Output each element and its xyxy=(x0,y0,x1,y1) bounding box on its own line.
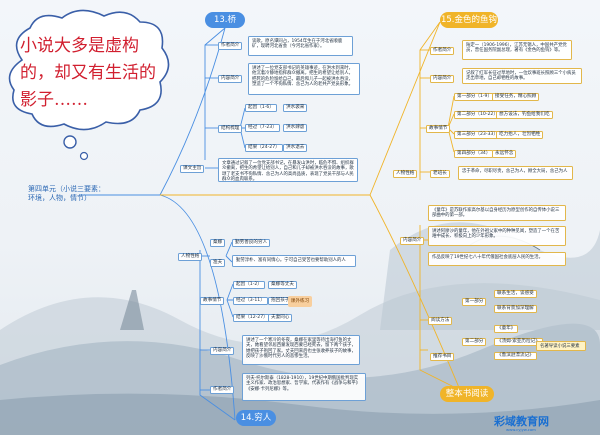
reading-method: 第一部分 xyxy=(462,298,487,306)
reading-guide-text-3: 作品反映了19世纪七八十年代俄国社会底层人民的生活。 xyxy=(428,252,566,266)
l13-content-label: 内容简介 xyxy=(218,75,243,83)
l14-practice-tag: 课外练习 xyxy=(288,296,312,307)
cloud-quote: 小说大多是虚构的，却又有生活的影子…… xyxy=(20,36,156,110)
l14-content-label: 内容简介 xyxy=(210,347,235,355)
l15-content-label: 内容简介 xyxy=(430,75,455,83)
l14-figure-desc: 勤劳善良的穷人 xyxy=(232,239,271,247)
reading-method-label: 阅读方法 xyxy=(428,317,453,325)
l15-struct-part: 第四部分（34） xyxy=(454,150,494,158)
l14-figure-sub: 渔夫 xyxy=(210,259,226,267)
reading-books-label: 推荐书目 xyxy=(430,353,455,361)
l15-struct-part: 第一部分（1-9） xyxy=(454,93,496,101)
reading-guide-text-2: 讲述阿廖沙的童年，他在外祖父家中的种种见闻，塑造了一个在苦难中成长、积极向上的少… xyxy=(428,226,566,246)
l14-struct-label: 故事情节 xyxy=(200,297,225,305)
l14-figure-desc: 勤劳淳朴、富有同情心。宁可自己受苦也要帮助别人的人 xyxy=(232,255,356,267)
l14-struct-desc: 桑娜等丈夫 xyxy=(268,281,297,289)
l13-struct-part: 起因（1-6） xyxy=(245,104,277,112)
l15-figure-label: 人物性格 xyxy=(393,170,418,178)
reading-guide-label: 内容简介 xyxy=(400,237,425,245)
l13-author-label: 作者简介 xyxy=(218,42,243,50)
reading-method: 第二部分 xyxy=(462,338,487,346)
l15-author-text: 陆定一（1906-1996），江苏无锡人，中国共产党党员，曾任国务院副总理，著有… xyxy=(462,40,572,60)
l15-struct-desc: 接受任务，精心照顾 xyxy=(492,93,540,101)
l14-struct-desc: 夫妻同心 xyxy=(268,314,293,322)
reading-highlight: 名著导读小说三要素 xyxy=(536,341,586,351)
reading-header[interactable]: 整本书阅读 xyxy=(440,386,494,402)
l14-author-text: 列夫·托尔斯泰（1828-1910），19世纪中期俄国批判现实主义作家、政治思想… xyxy=(242,373,366,401)
l15-struct-desc: 永远怀念 xyxy=(492,150,517,158)
reading-book: 《鲁滨逊漂流记》 xyxy=(494,352,537,360)
l13-content-text: 讲述了一位党支部书记的英雄事迹，在洪水到来时，他沉着冷静地指挥群众撤离，把生的希… xyxy=(248,63,360,95)
l15-struct-desc: 吃力抬人，壮烈牺牲 xyxy=(496,131,544,139)
l13-struct-desc: 洪水袭来 xyxy=(283,104,308,112)
l13-theme-text: 文章通过记叙了一位党支部书记，在暴发山洪时，临危不惧、组织群众撤离，把生的希望让… xyxy=(218,158,358,182)
l13-author-text: 谈歌，原名谭同占，1954年生在于河北省顺鹿矿，现聘河北省会（今河北省作家）。 xyxy=(248,36,353,56)
reading-method-item: 联系生活，谈感受 xyxy=(494,290,537,298)
l15-author-label: 作者简介 xyxy=(430,47,455,55)
l13-struct-desc: 洪水退去 xyxy=(283,144,308,152)
l13-theme-label: 课文主旨 xyxy=(180,165,205,173)
lesson-14-header[interactable]: 14.穷人 xyxy=(236,410,276,426)
reading-book: 《童年》 xyxy=(494,325,519,333)
lesson-13-header[interactable]: 13.桥 xyxy=(205,12,245,28)
l14-struct-part: 结果（12-27） xyxy=(233,314,271,322)
l15-struct-part: 第三部分（23-33） xyxy=(454,131,501,139)
l13-struct-desc: 洪水肆虐 xyxy=(283,124,308,132)
l13-struct-part: 经过（7-23） xyxy=(245,124,280,132)
l14-struct-part: 经过（3-11） xyxy=(233,297,268,305)
reading-method-item: 联系背景加深理解 xyxy=(494,305,537,313)
site-logo: 彩域教育网 xyxy=(494,415,549,428)
l13-struct-part: 结果（24-27） xyxy=(245,144,283,152)
l15-struct-desc: 想方设法，钓鱼给我们吃 xyxy=(496,111,553,119)
l15-figure-sub: 老班长 xyxy=(430,170,450,178)
l15-content-text: 记叙了红军长征过草地时，一位炊事班长照顾三个小病员走出草地，自己却牺牲的故事。 xyxy=(462,68,582,84)
lesson-15-header[interactable]: 15.金色的鱼钩 xyxy=(440,12,498,28)
l15-figure-text: 忠于革命，尽职尽责，舍己为人，顾全大局，舍己为人 xyxy=(458,166,573,180)
l14-figure-sub: 桑娜 xyxy=(210,239,226,247)
l14-figure-label: 人物性格 xyxy=(178,253,203,261)
l15-struct-label: 故事情节 xyxy=(426,125,451,133)
l14-struct-part: 起因（1-2） xyxy=(233,281,265,289)
l13-struct-label: 结构梳理 xyxy=(218,125,243,133)
l15-struct-part: 第二部分（10-22） xyxy=(454,111,501,119)
l14-content-text: 讲述了一个寒冷的冬夜，桑娜在家里等待出海打鱼的丈夫，她看望邻居西蒙发现西蒙已经死… xyxy=(242,335,360,365)
l14-author-label: 作者简介 xyxy=(210,386,235,394)
site-url: www.cyjyw.com xyxy=(506,427,536,432)
reading-guide-text-1: 《童年》是苏联作家高尔基以自身经历为原型创作的自传体小说三部曲中的第一部。 xyxy=(428,205,566,221)
center-topic: 第四单元（小说三要素：环境，人物，情节） xyxy=(28,185,105,202)
